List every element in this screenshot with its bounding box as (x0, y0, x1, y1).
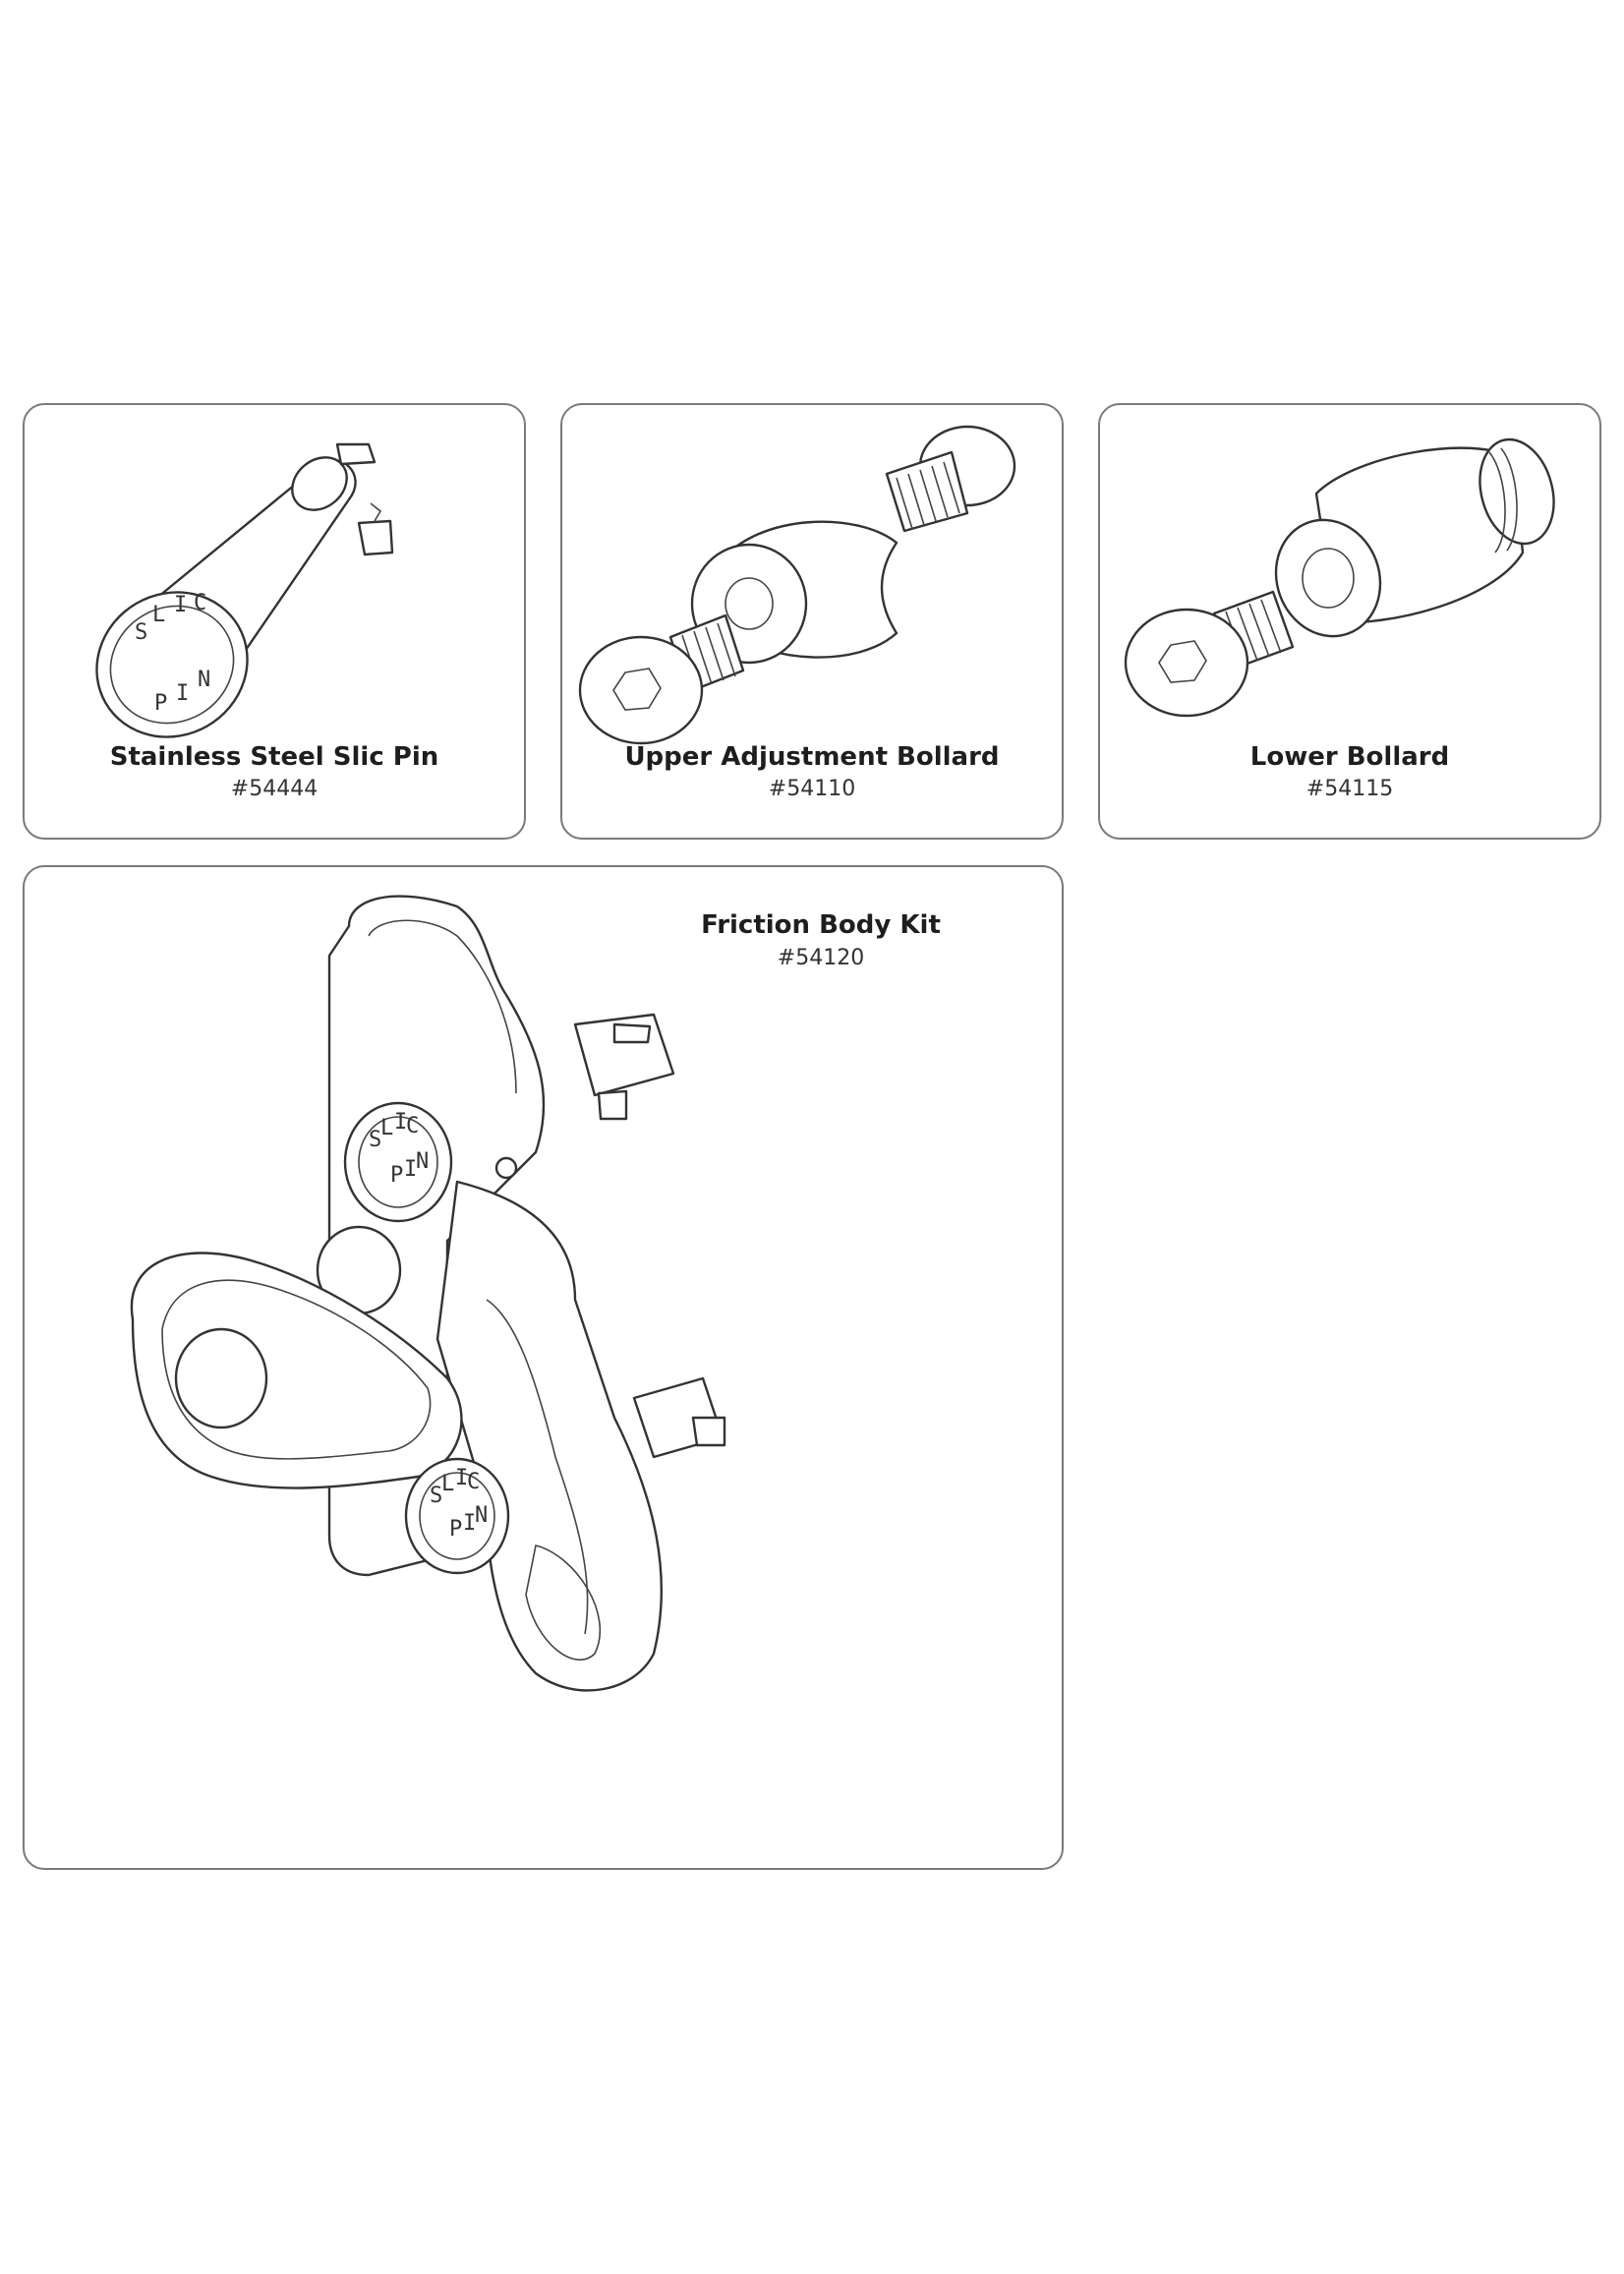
engrave-n: N (198, 668, 210, 692)
lower-bollard-face (1274, 518, 1382, 638)
lower-screw-head (1124, 608, 1249, 718)
part-title: Lower Bollard (1249, 742, 1450, 772)
engrave-s: S (135, 620, 147, 645)
slic-pin-illustration: S L I C P I N (95, 442, 394, 738)
lower-bollard-illustration (1124, 437, 1555, 718)
pin-head (95, 591, 249, 738)
engrave-p: P (390, 1163, 403, 1188)
engrave-s: S (430, 1484, 442, 1508)
part-title: Stainless Steel Slic Pin (109, 742, 439, 772)
engrave-i: I (174, 593, 187, 617)
engrave-i2: I (176, 681, 189, 706)
engrave-n: N (475, 1503, 488, 1528)
lower-pin-head (404, 1457, 510, 1575)
pin-clip-side-icon (597, 1089, 628, 1121)
upper-near-screw-head (578, 635, 704, 745)
engrave-p: P (154, 691, 167, 716)
engrave-l: L (380, 1116, 393, 1140)
engrave-i: I (394, 1110, 407, 1135)
engrave-c: C (406, 1114, 419, 1138)
pin-clip-top-icon (335, 442, 377, 466)
pin-clip-bottom-icon (357, 519, 394, 556)
engrave-i: I (455, 1466, 468, 1490)
part-sku: #54120 (777, 946, 865, 970)
lever-knob (174, 1327, 268, 1429)
engrave-p: P (449, 1517, 462, 1542)
hex-socket-icon (1158, 640, 1207, 683)
lower-bollard-end (1479, 437, 1555, 546)
part-sku: #54115 (1305, 777, 1394, 801)
part-card-lower-bollard: Lower Bollard #54115 (1098, 403, 1601, 840)
pin-engraving: S L I C P I N (135, 591, 210, 716)
engrave-i2: I (463, 1511, 476, 1536)
mount-hole (494, 1156, 518, 1180)
part-title: Friction Body Kit (701, 910, 941, 940)
friction-body-illustration: S L I C P I N S L I C P I N (130, 895, 726, 1692)
engrave-n: N (416, 1149, 429, 1174)
lever-handle (130, 1252, 463, 1489)
engrave-c: C (194, 591, 206, 615)
upper-bollard-illustration (578, 425, 1016, 745)
engrave-c: C (467, 1470, 480, 1494)
upper-pin-head (343, 1101, 453, 1223)
hex-socket-icon (612, 668, 662, 711)
engrave-l: L (441, 1472, 454, 1496)
part-sku: #54110 (768, 777, 856, 801)
part-title: Upper Adjustment Bollard (624, 742, 1000, 772)
upper-pin-engraving: S L I C P I N (369, 1110, 429, 1188)
part-card-slic-pin: S L I C P I N Stainless Steel Slic Pin #… (23, 403, 526, 840)
part-card-upper-bollard: Upper Adjustment Bollard #54110 (560, 403, 1064, 840)
pin-clip-lower-icon (691, 1416, 726, 1447)
engrave-s: S (369, 1128, 381, 1152)
engrave-i2: I (404, 1157, 417, 1182)
part-sku: #54444 (230, 777, 319, 801)
part-card-friction-body: S L I C P I N S L I C P I N (23, 865, 1064, 1870)
lower-pin-engraving: S L I C P I N (430, 1466, 488, 1542)
pin-clip-top-icon (612, 1022, 652, 1044)
engrave-l: L (152, 603, 165, 627)
